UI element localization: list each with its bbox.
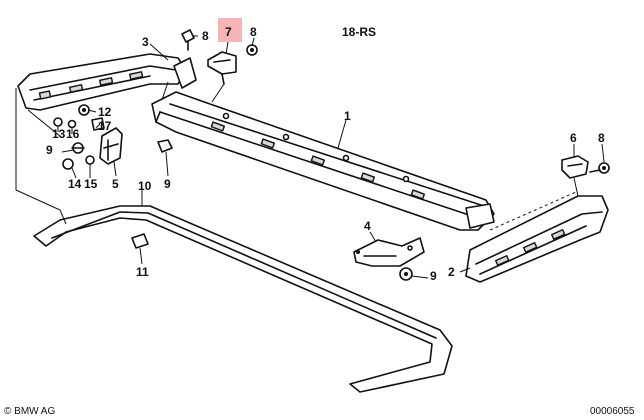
fastener-13[interactable] bbox=[53, 117, 63, 127]
part-6-clip[interactable] bbox=[561, 155, 589, 179]
label-15: 15 bbox=[84, 177, 98, 191]
label-9: 9 bbox=[430, 269, 437, 283]
label-8: 8 bbox=[250, 25, 257, 39]
part-1-bumper-carrier[interactable] bbox=[151, 91, 495, 231]
label-14: 14 bbox=[68, 177, 82, 191]
fastener-8-right[interactable] bbox=[589, 162, 610, 174]
part-number-labels: 3 8 7 8 18-RS 1 6 8 12 13 16 17 9 14 15 … bbox=[46, 25, 605, 283]
label-13: 13 bbox=[52, 127, 66, 141]
fastener-9-center[interactable] bbox=[157, 139, 173, 153]
leader-lines bbox=[15, 35, 605, 279]
label-17: 17 bbox=[98, 119, 112, 133]
part-2-end-cap-right[interactable] bbox=[465, 191, 609, 283]
label-11: 11 bbox=[136, 265, 149, 279]
fastener-16[interactable] bbox=[67, 119, 77, 129]
fastener-15[interactable] bbox=[85, 155, 95, 165]
label-6: 6 bbox=[570, 131, 577, 145]
label-8: 8 bbox=[598, 131, 605, 145]
drawing-number: 00006055 bbox=[590, 406, 635, 417]
part-3-end-cap-left[interactable] bbox=[17, 53, 197, 111]
label-9: 9 bbox=[46, 143, 53, 157]
label-9: 9 bbox=[164, 177, 171, 191]
fastener-8-top-right[interactable] bbox=[246, 44, 258, 56]
label-3: 3 bbox=[142, 35, 149, 49]
label-8: 8 bbox=[202, 29, 209, 43]
part-4-bracket[interactable] bbox=[353, 237, 425, 267]
label-5: 5 bbox=[112, 177, 119, 191]
part-10-trim-strip[interactable] bbox=[33, 205, 453, 393]
part-11-clip[interactable] bbox=[131, 233, 149, 249]
fastener-9-right[interactable] bbox=[399, 267, 413, 281]
fastener-14[interactable] bbox=[62, 158, 74, 170]
label-2: 2 bbox=[448, 265, 455, 279]
label-4: 4 bbox=[364, 219, 371, 233]
fastener-12[interactable] bbox=[78, 104, 90, 116]
part-7-highlight bbox=[218, 18, 242, 42]
label-12: 12 bbox=[98, 105, 112, 119]
label-16: 16 bbox=[66, 127, 80, 141]
label-1: 1 bbox=[344, 109, 351, 123]
fastener-9-left[interactable] bbox=[71, 142, 85, 154]
part-5-bracket[interactable] bbox=[99, 127, 123, 165]
label-7: 7 bbox=[225, 25, 232, 39]
fastener-8-top-left[interactable] bbox=[181, 29, 195, 51]
part-7-clip[interactable] bbox=[207, 51, 237, 85]
group-label: 18-RS bbox=[342, 25, 376, 39]
label-10: 10 bbox=[138, 179, 152, 193]
fastener-17[interactable] bbox=[91, 117, 105, 131]
copyright-text: © BMW AG bbox=[4, 406, 55, 417]
